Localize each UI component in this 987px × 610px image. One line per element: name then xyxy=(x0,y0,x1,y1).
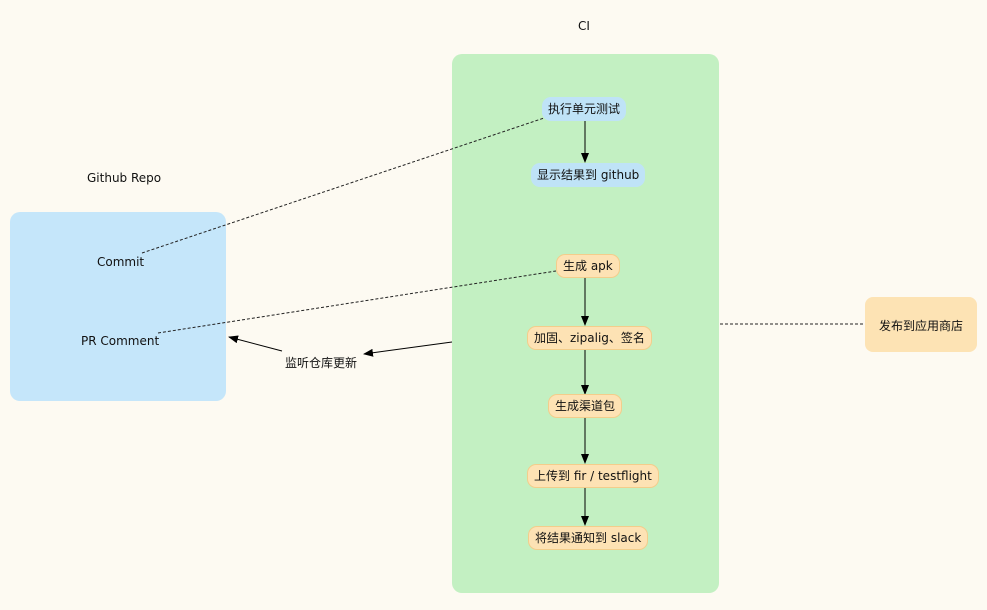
github-repo-title: Github Repo xyxy=(87,171,162,185)
harden-sign-node: 加固、zipalig、签名 xyxy=(527,326,652,350)
github-repo-panel xyxy=(10,212,226,401)
app-store-panel xyxy=(865,297,977,352)
notify-node: 将结果通知到 slack xyxy=(528,526,649,550)
unit-test-node: 执行单元测试 xyxy=(542,97,627,121)
listen-repo-label: 监听仓库更新 xyxy=(285,356,358,370)
commit-to-unittest-dashed-line xyxy=(141,114,554,254)
listen-arrow xyxy=(363,341,453,357)
app-store-label: 发布到应用商店 xyxy=(879,319,964,333)
ci-title: CI xyxy=(578,19,590,33)
listen-to-repo-arrow xyxy=(228,335,283,352)
pr-comment-label: PR Comment xyxy=(81,334,160,348)
prcomment-to-buildapk-dashed-line xyxy=(157,270,557,334)
show-result-node: 显示结果到 github xyxy=(531,163,646,187)
channel-package-node: 生成渠道包 xyxy=(548,394,623,418)
commit-label: Commit xyxy=(97,255,145,269)
upload-node: 上传到 fir / testflight xyxy=(527,464,659,488)
build-apk-node: 生成 apk xyxy=(556,254,620,278)
